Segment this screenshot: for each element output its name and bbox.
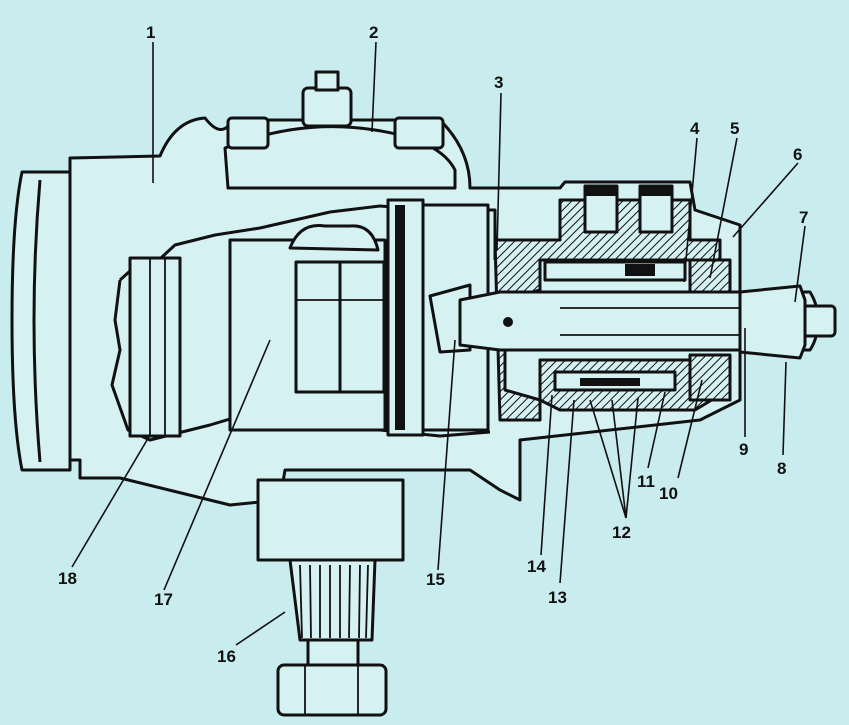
- callout-16: 16: [217, 647, 236, 666]
- callout-5: 5: [730, 119, 739, 138]
- callout-8: 8: [777, 459, 786, 478]
- callout-6: 6: [793, 145, 802, 164]
- callout-2: 2: [369, 23, 378, 42]
- callouts: 1 2 3 4 5 6 7 8 9 10 11 12 13 14 15 16 1…: [58, 23, 808, 666]
- callout-15: 15: [426, 570, 445, 589]
- callout-9: 9: [739, 440, 748, 459]
- callout-17: 17: [154, 590, 173, 609]
- leader-lines: [71, 41, 806, 646]
- callout-11: 11: [637, 472, 655, 491]
- cover-bolts: [226, 70, 445, 150]
- shaft-splines: [299, 564, 369, 639]
- input-shaft: [458, 284, 837, 360]
- callout-10: 10: [659, 484, 678, 503]
- valve-housing: [493, 184, 732, 422]
- callout-1: 1: [146, 23, 155, 42]
- callout-14: 14: [527, 557, 546, 576]
- callout-13: 13: [548, 588, 567, 607]
- callout-18: 18: [58, 569, 77, 588]
- callout-3: 3: [494, 73, 503, 92]
- callout-12: 12: [612, 523, 631, 542]
- callout-7: 7: [799, 208, 808, 227]
- gear-housing: [10, 70, 742, 507]
- callout-4: 4: [690, 119, 700, 138]
- sector-shaft: [256, 478, 405, 717]
